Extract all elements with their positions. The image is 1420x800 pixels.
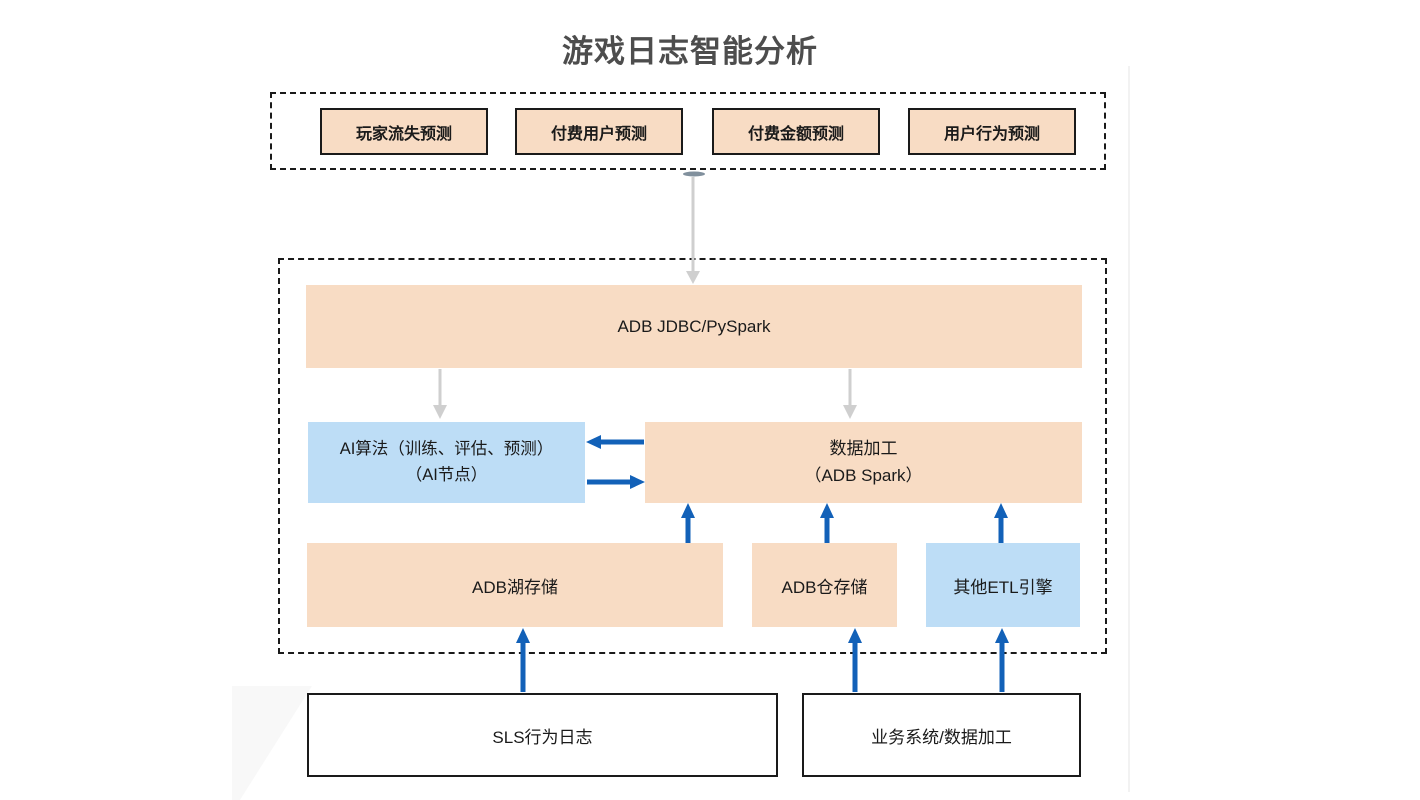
box-label: 付费金额预测 [747, 125, 844, 143]
box-business-system: 业务系统/数据加工 [802, 693, 1081, 777]
box-label: ADB湖存储 [472, 577, 558, 597]
box-label-line2: （AI节点） [405, 465, 488, 484]
box-label: SLS行为日志 [492, 727, 593, 747]
box-label-line1: 数据加工 [829, 439, 898, 459]
background-wedge [232, 686, 312, 800]
box-other-etl-engine: 其他ETL引擎 [926, 543, 1080, 627]
box-payment-amount-prediction: 付费金额预测 [712, 108, 880, 155]
slide-edge-line [1128, 66, 1130, 792]
box-label: 付费用户预测 [550, 125, 647, 143]
box-adb-jdbc-pyspark: ADB JDBC/PySpark [306, 285, 1082, 368]
box-label-line2: （ADB Spark） [804, 465, 923, 485]
page-title: 游戏日志智能分析 [562, 34, 818, 69]
box-label: 业务系统/数据加工 [871, 727, 1012, 747]
box-data-processing: 数据加工 （ADB Spark） [645, 422, 1082, 503]
box-label: 其他ETL引擎 [953, 577, 1053, 597]
box-label-line1: AI算法（训练、评估、预测） [339, 439, 554, 458]
box-player-churn-prediction: 玩家流失预测 [320, 108, 488, 155]
box-paying-user-prediction: 付费用户预测 [515, 108, 683, 155]
box-label: 用户行为预测 [943, 125, 1040, 143]
box-label: ADB仓存储 [781, 577, 868, 597]
box-sls-behavior-log: SLS行为日志 [307, 693, 778, 777]
prediction-group-container [270, 92, 1106, 170]
box-label: 玩家流失预测 [355, 125, 452, 143]
box-user-behavior-prediction: 用户行为预测 [908, 108, 1076, 155]
connector-mark [683, 171, 705, 177]
box-label: ADB JDBC/PySpark [617, 316, 771, 336]
box-adb-warehouse-storage: ADB仓存储 [752, 543, 897, 627]
box-adb-lake-storage: ADB湖存储 [307, 543, 723, 627]
box-ai-algorithm: AI算法（训练、评估、预测） （AI节点） [308, 422, 585, 503]
